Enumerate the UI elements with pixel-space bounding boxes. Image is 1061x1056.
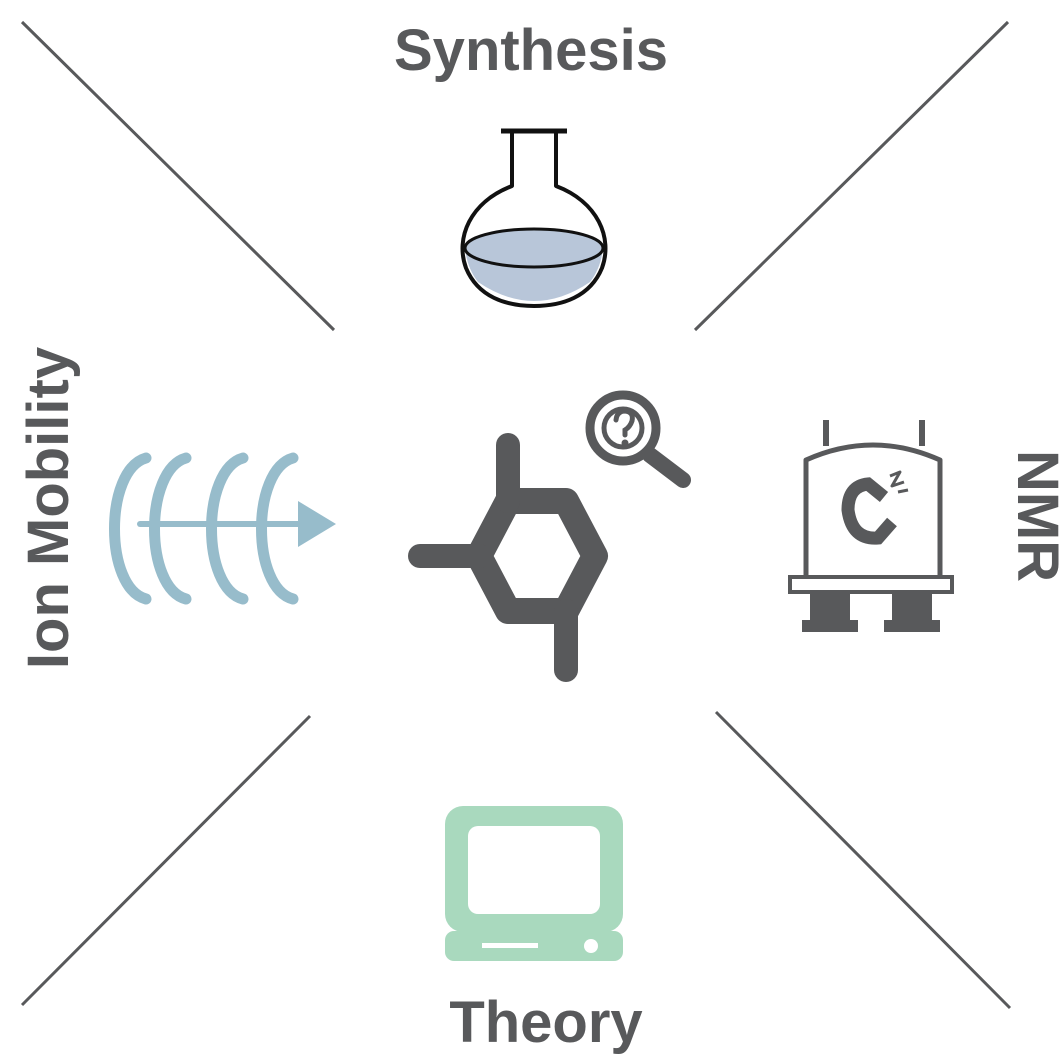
ion-mobility-drift-tube-icon bbox=[109, 452, 336, 605]
molecule-icon bbox=[408, 433, 608, 682]
nmr-cabinet bbox=[803, 442, 943, 581]
label-theory: Theory bbox=[449, 990, 642, 1055]
coil-ring-3 bbox=[206, 452, 249, 605]
label-ion-mobility: Ion Mobility bbox=[16, 347, 81, 669]
divider-bottom-left bbox=[20, 714, 312, 1007]
coil-ring-2 bbox=[149, 452, 192, 605]
divider-lines bbox=[20, 20, 1012, 1010]
computer-drive-slot bbox=[482, 943, 538, 948]
ion-arrow-head bbox=[298, 501, 336, 547]
flask-body bbox=[460, 132, 608, 308]
magnet-horseshoe bbox=[841, 477, 897, 545]
round-bottom-flask-icon bbox=[460, 128, 608, 308]
magnifier-handle bbox=[642, 447, 691, 488]
nmr-base-plate bbox=[788, 575, 954, 594]
divider-top-left bbox=[20, 20, 336, 332]
divider-top-right bbox=[693, 20, 1010, 332]
nmr-spectrometer-magnet-icon bbox=[788, 420, 954, 632]
coil-ring-1 bbox=[109, 452, 152, 605]
magnet-spark-2 bbox=[897, 488, 909, 494]
magnet-spark bbox=[889, 470, 905, 488]
label-synthesis: Synthesis bbox=[394, 18, 668, 83]
nmr-foot-left-cap bbox=[802, 620, 858, 632]
label-nmr: NMR bbox=[1005, 450, 1061, 582]
molecule-with-magnifier-icon bbox=[408, 390, 691, 682]
coil-ring-4 bbox=[256, 452, 299, 605]
flask-liquid-surface bbox=[463, 227, 605, 269]
divider-bottom-right bbox=[714, 710, 1012, 1010]
magnet-icon bbox=[841, 470, 909, 545]
computer-power-button bbox=[584, 939, 598, 953]
question-mark-dot bbox=[621, 439, 629, 447]
question-mark-icon bbox=[613, 408, 635, 438]
magnifier-icon bbox=[585, 390, 691, 488]
computer-monitor-icon bbox=[445, 806, 623, 961]
monitor-screen bbox=[468, 826, 600, 914]
nmr-foot-right-cap bbox=[884, 620, 940, 632]
magnifier-lens bbox=[585, 390, 661, 466]
molecule-ring bbox=[466, 488, 608, 624]
